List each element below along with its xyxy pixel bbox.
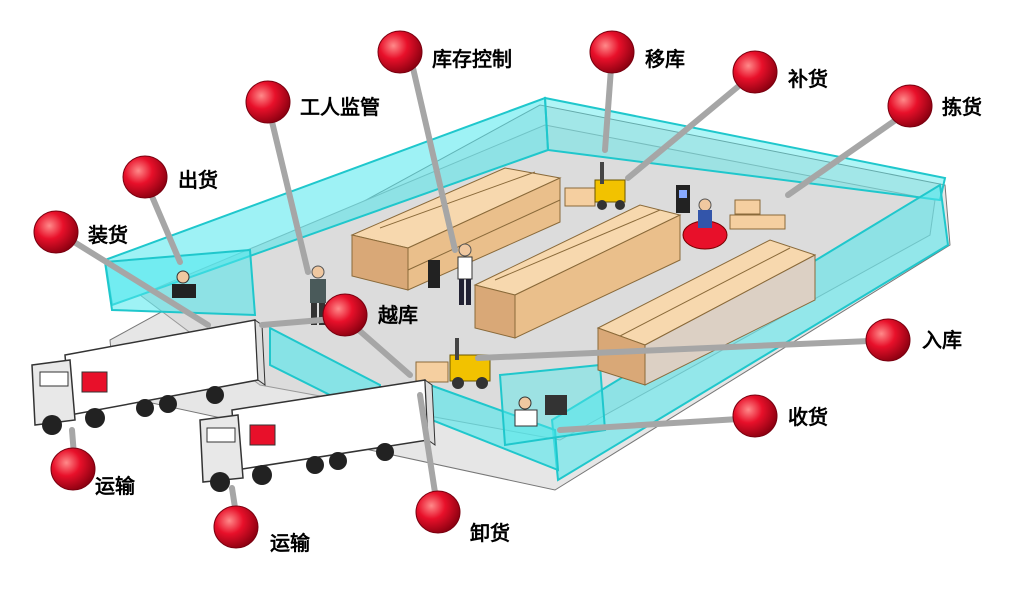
leader-buhuo: [625, 72, 755, 181]
markers: [33, 30, 933, 549]
leader-zhuanghuo: [55, 229, 211, 328]
marker-zhuanghuo: [33, 210, 79, 254]
label-buhuo: 补货: [787, 67, 828, 91]
label-yueku: 越库: [377, 303, 418, 327]
marker-buhuo: [732, 50, 778, 94]
marker-yueku: [322, 293, 368, 337]
marker-ruku: [865, 318, 911, 362]
leader-kucun-kongzhi: [407, 52, 458, 253]
label-shouhuo: 收货: [788, 405, 828, 429]
leader-ruku: [475, 337, 895, 361]
marker-yiku: [589, 30, 635, 74]
label-yunshu-1: 运输: [95, 474, 136, 498]
label-yunshu-2: 运输: [270, 531, 311, 555]
leader-jianhuo: [785, 107, 913, 198]
worker-inventory: [428, 243, 473, 305]
marker-gongren-jianguan: [245, 80, 291, 124]
scanner-device: [676, 185, 690, 213]
marker-kucun-kongzhi: [377, 30, 423, 74]
label-kucun-kongzhi: 库存控制: [432, 47, 512, 71]
leader-shouhuo: [557, 415, 758, 433]
truck-1: [31, 318, 266, 435]
marker-xiehuo: [415, 490, 461, 534]
office-clerk-left: [172, 270, 196, 298]
label-yiku: 移库: [645, 47, 685, 71]
supervisor: [310, 265, 326, 325]
picking-cart: [682, 198, 786, 250]
marker-shouhuo: [732, 394, 778, 438]
truck-2: [199, 378, 436, 492]
storage-rack-3: [596, 239, 817, 386]
label-zhuanghuo: 装货: [87, 223, 128, 247]
leader-lines: [55, 52, 913, 530]
office-clerk-right: [514, 395, 567, 427]
storage-rack-1: [350, 167, 562, 291]
leader-gongren-jianguan: [265, 102, 311, 275]
label-chuhuo: 出货: [178, 168, 218, 192]
label-xiehuo: 卸货: [470, 521, 510, 545]
marker-chuhuo: [122, 155, 168, 199]
label-ruku: 入库: [922, 328, 962, 352]
label-gongren-jianguan: 工人监管: [300, 95, 380, 119]
marker-yunshu-2: [213, 505, 259, 549]
label-jianhuo: 拣货: [942, 95, 982, 119]
marker-jianhuo: [887, 84, 933, 128]
marker-yunshu-1: [50, 447, 96, 491]
forklift-top: [564, 162, 626, 210]
storage-rack-2: [473, 204, 682, 339]
